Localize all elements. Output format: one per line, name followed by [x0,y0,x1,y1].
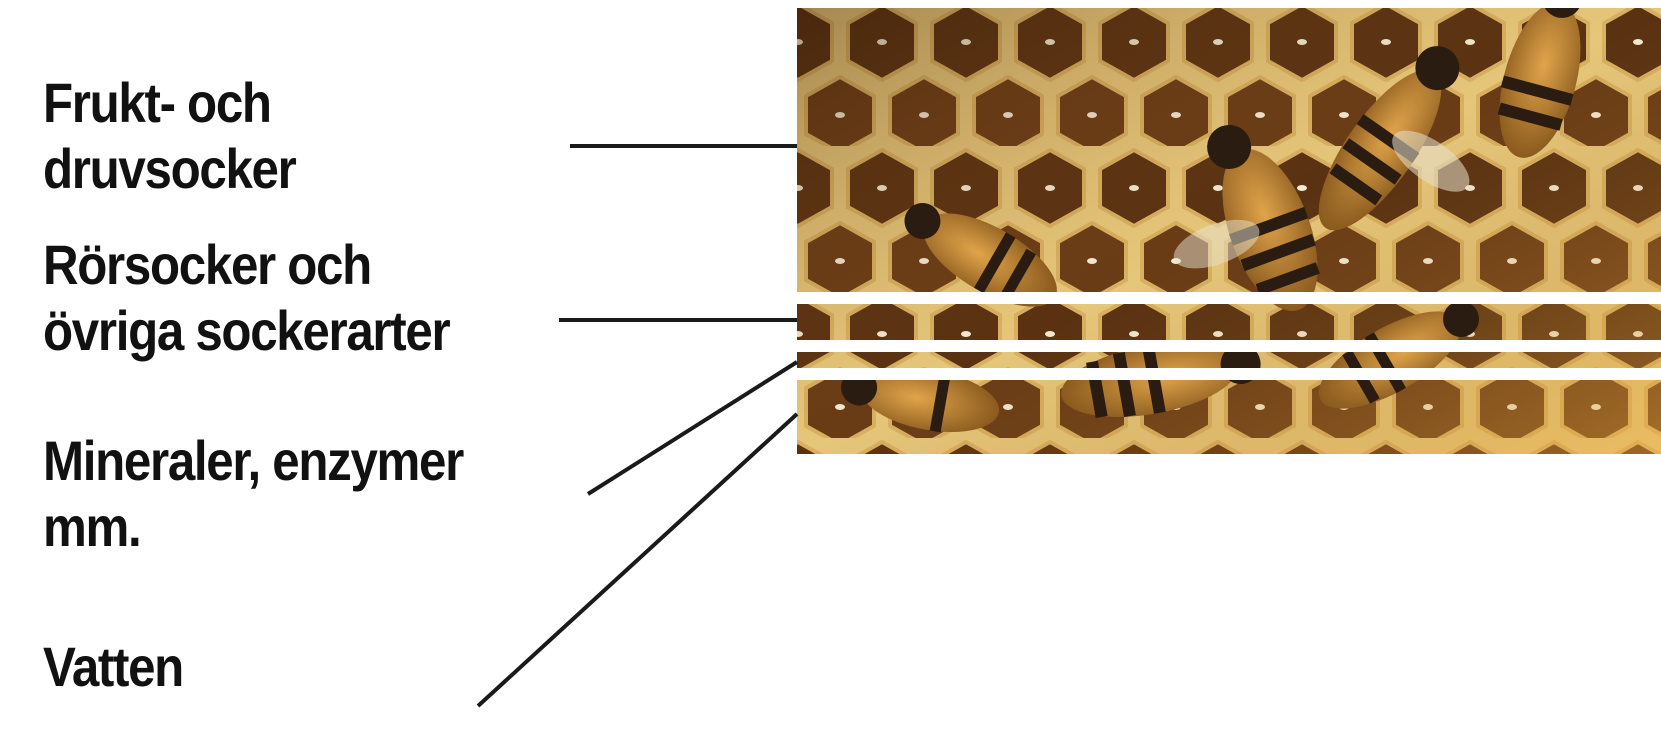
label-water-line1: Vatten [43,634,183,700]
leader-line-3 [588,362,797,494]
leader-line-4 [478,414,797,706]
label-cane-sugar-line1: Rörsocker och [43,232,449,298]
honeycomb-with-bees-photo [797,0,1661,454]
label-cane-sugar-line2: övriga sockerarter [43,298,449,364]
label-fruit-grape-sugar: Frukt- och druvsocker [43,70,296,202]
leader-lines [478,146,797,706]
label-minerals-enzymes-line1: Mineraler, enzymer [43,428,463,494]
band-separator-1 [797,292,1661,304]
label-cane-sugar: Rörsocker och övriga sockerarter [43,232,449,364]
label-minerals-enzymes: Mineraler, enzymer mm. [43,428,463,560]
label-minerals-enzymes-line2: mm. [43,494,463,560]
label-fruit-grape-sugar-line1: Frukt- och [43,70,296,136]
band-separator-3 [797,368,1661,380]
label-water: Vatten [43,634,183,700]
label-fruit-grape-sugar-line2: druvsocker [43,136,296,202]
band-separator-2 [797,340,1661,352]
